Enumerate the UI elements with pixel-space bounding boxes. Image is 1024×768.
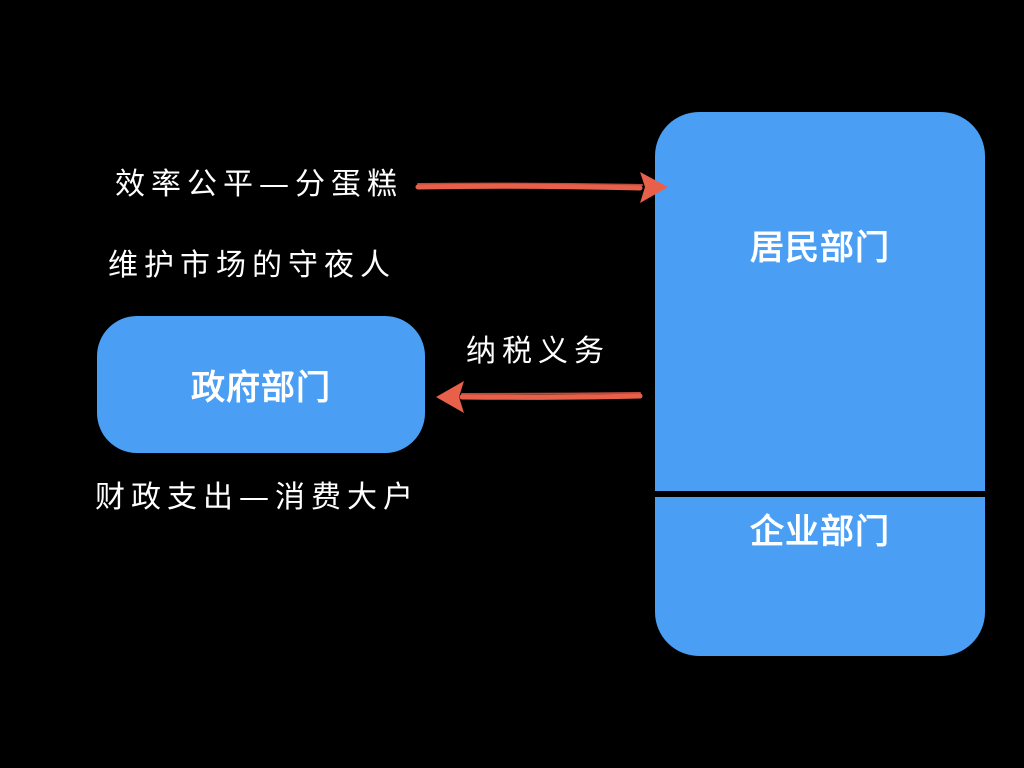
enterprise-label: 企业部门 [750, 512, 890, 552]
arrow-to-government [436, 381, 643, 413]
efficiency-note: 效率公平—分蛋糕 [115, 167, 403, 202]
household-enterprise-block: 居民部门 企业部门 [655, 112, 985, 656]
household-label: 居民部门 [750, 228, 890, 268]
arrow-to-household [415, 172, 668, 203]
night-watchman-note: 维护市场的守夜人 [108, 248, 396, 283]
fiscal-spending-note: 财政支出—消费大户 [95, 480, 419, 515]
divider [655, 491, 985, 497]
government-box: 政府部门 [97, 316, 425, 453]
tax-duty-note: 纳税义务 [466, 334, 610, 369]
government-label: 政府部门 [191, 368, 331, 408]
